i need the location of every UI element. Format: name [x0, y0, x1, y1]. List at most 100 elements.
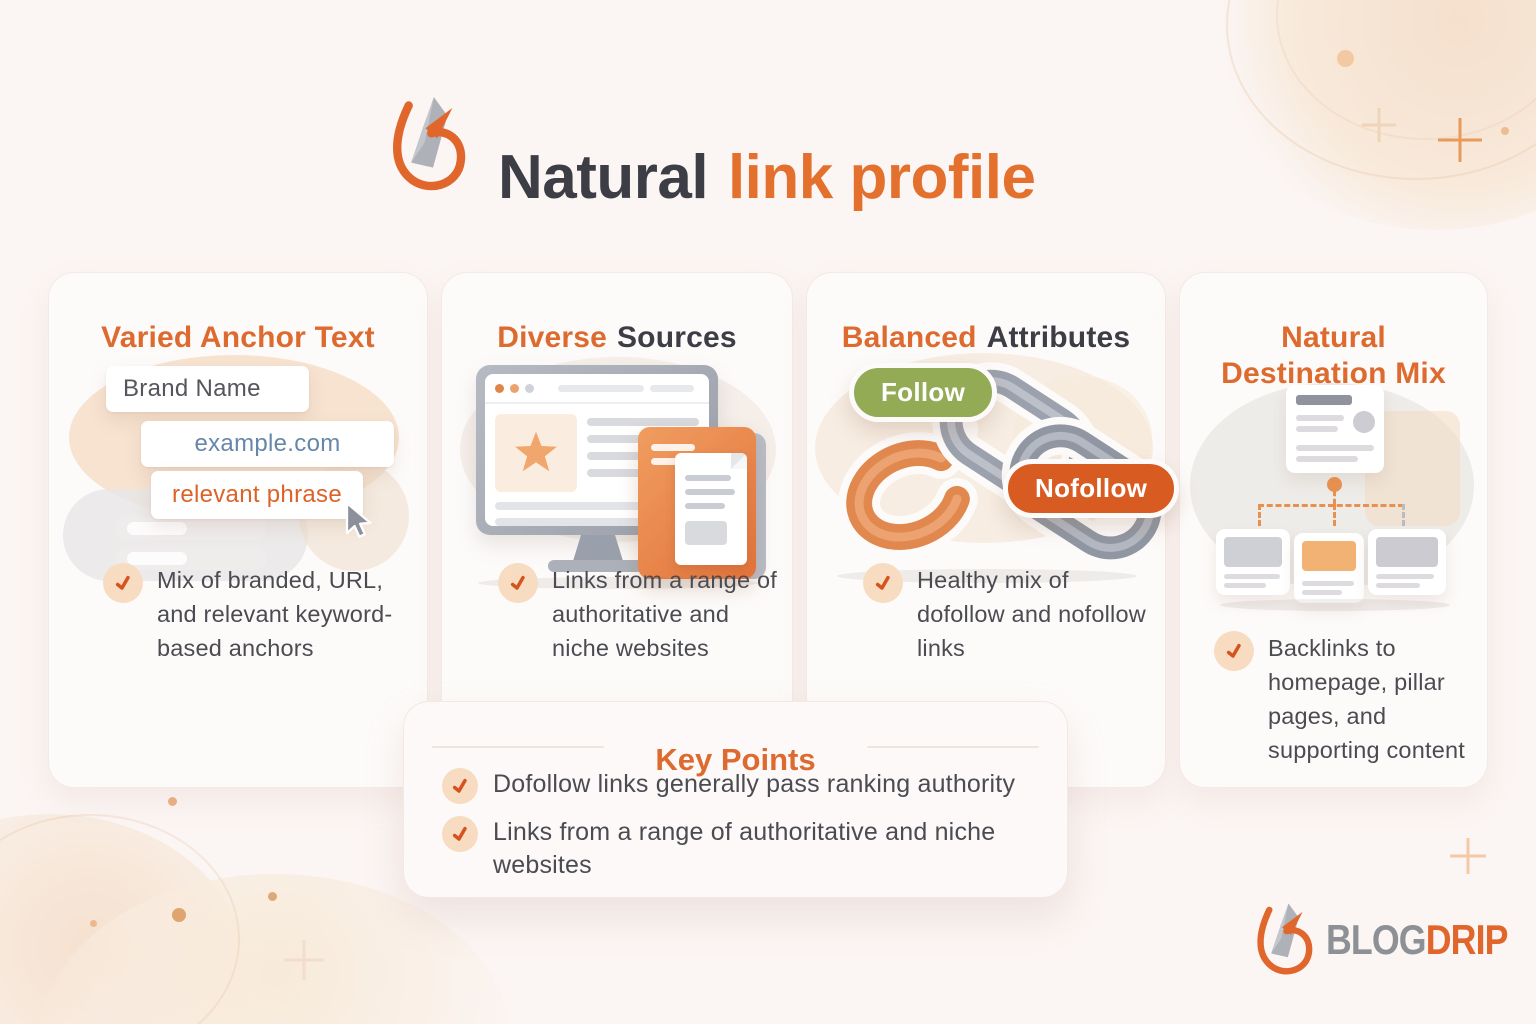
- card-natural-destination-mix: Natural Destination Mix: [1179, 272, 1488, 788]
- decor-list-row: [115, 517, 267, 540]
- browser-dot-icon: [525, 383, 534, 393]
- phrase-anchor-chip: relevant phrase: [151, 471, 363, 519]
- key-point-item: Dofollow links generally pass ranking au…: [440, 766, 1033, 806]
- brand-blog: BLOG: [1326, 916, 1427, 963]
- card-block: [1376, 537, 1438, 567]
- key-point-item: Links from a range of authoritative and …: [440, 814, 1033, 882]
- nofollow-badge: Nofollow: [1003, 459, 1180, 518]
- bullet-text: Mix of branded, URL, and relevant keywor…: [157, 567, 393, 661]
- card-line: [1296, 426, 1338, 432]
- check-icon: [101, 561, 145, 605]
- url-anchor-chip: example.com: [141, 421, 394, 467]
- card-title: Varied Anchor Text: [101, 320, 375, 354]
- text-line: [495, 518, 663, 526]
- top-page-card: [1286, 385, 1384, 473]
- connector-dash: [1402, 504, 1405, 526]
- decor-dot: [172, 908, 186, 922]
- key-point-text: Dofollow links generally pass ranking au…: [493, 770, 1016, 798]
- bullet-text: Backlinks to homepage, pillar pages, and…: [1268, 635, 1465, 763]
- check-icon: [496, 561, 540, 605]
- destination-illustration: [1180, 361, 1487, 621]
- star-icon: [515, 431, 557, 472]
- ground-shadow: [837, 569, 1137, 583]
- key-points-title: Key Points: [655, 741, 816, 777]
- footer-brand: BLOGDRIP: [1252, 898, 1536, 982]
- brand-anchor-label: Brand Name: [123, 375, 261, 402]
- text-line: [587, 435, 683, 443]
- destination-card-pillar: [1294, 533, 1364, 603]
- card-line: [1296, 456, 1358, 462]
- decor-dot: [1337, 50, 1354, 67]
- decor-ring-bottom-left: [0, 814, 240, 1024]
- decor-dot: [90, 920, 97, 927]
- webpage-content: [485, 404, 709, 502]
- doc-block: [685, 521, 727, 545]
- card-bar: [1296, 395, 1352, 405]
- monitor-base: [548, 560, 648, 572]
- card-block: [1224, 537, 1282, 567]
- title-rest: Sources: [616, 320, 737, 354]
- ground-shadow: [478, 577, 758, 589]
- decor-pill: [127, 552, 187, 565]
- bullet-text: Healthy mix of dofollow and nofollow lin…: [917, 567, 1146, 661]
- doc-line: [685, 503, 725, 509]
- browser-line: [558, 384, 644, 392]
- attributes-illustration: Follow Nofollow: [807, 341, 1180, 593]
- browser-bar: [485, 374, 709, 404]
- card-bullet: Backlinks to homepage, pillar pages, and…: [1212, 629, 1484, 767]
- destination-card-homepage: [1216, 529, 1290, 595]
- bullet-text: Links from a range of authoritative and …: [552, 567, 777, 661]
- card-line: [1302, 581, 1354, 586]
- decor-dot: [1501, 127, 1509, 135]
- title-accent: Diverse: [497, 320, 608, 354]
- text-line: [587, 469, 669, 477]
- url-anchor-label: example.com: [194, 430, 341, 457]
- card-bullet: Mix of branded, URL, and relevant keywor…: [101, 561, 423, 665]
- check-icon: [440, 766, 480, 806]
- connector-dash: [1333, 504, 1336, 526]
- connector-dash: [1258, 504, 1261, 526]
- folder-icon: [638, 427, 756, 579]
- card-line: [1224, 574, 1280, 579]
- card-bullet: Healthy mix of dofollow and nofollow lin…: [861, 561, 1163, 665]
- brand-drip: DRIP: [1425, 916, 1509, 963]
- text-line: [495, 502, 699, 510]
- cards-row: Varied Anchor Text Brand Name example.co…: [48, 272, 1488, 788]
- decor-list-row: [115, 547, 267, 570]
- card-line: [1296, 415, 1344, 421]
- connector-dash: [1333, 491, 1336, 504]
- check-icon: [1212, 629, 1256, 673]
- sparkle-plus-icon: [1450, 838, 1486, 874]
- follow-label: Follow: [881, 377, 966, 407]
- star-box: [495, 414, 577, 492]
- doc-line: [685, 489, 735, 495]
- connector-dot: [1327, 477, 1342, 492]
- folder-line: [651, 458, 681, 465]
- card-block: [1302, 541, 1356, 571]
- blogdrip-mark-icon: [386, 90, 470, 200]
- key-points-card: Key Points Dofollow links generally pass…: [403, 701, 1068, 898]
- folder-line: [651, 444, 695, 451]
- check-icon: [861, 561, 905, 605]
- divider-line: [867, 746, 1039, 748]
- check-icon: [440, 814, 480, 854]
- brand-wordmark: BLOGDRIP: [1326, 916, 1508, 964]
- browser-line: [650, 384, 694, 392]
- nofollow-label: Nofollow: [1035, 473, 1148, 503]
- text-lines: [485, 502, 709, 526]
- browser-dot-icon: [495, 383, 504, 393]
- card-line: [1302, 590, 1342, 595]
- ground-shadow: [1220, 599, 1450, 611]
- sparkle-plus-icon: [1438, 118, 1482, 162]
- anchor-text-illustration: Brand Name example.com relevant phrase: [49, 341, 427, 593]
- phrase-anchor-label: relevant phrase: [172, 481, 342, 508]
- decor-dot: [268, 892, 277, 901]
- folded-corner: [731, 453, 747, 469]
- blogdrip-mark-icon: [1252, 898, 1316, 982]
- title-accent: Balanced: [841, 320, 977, 354]
